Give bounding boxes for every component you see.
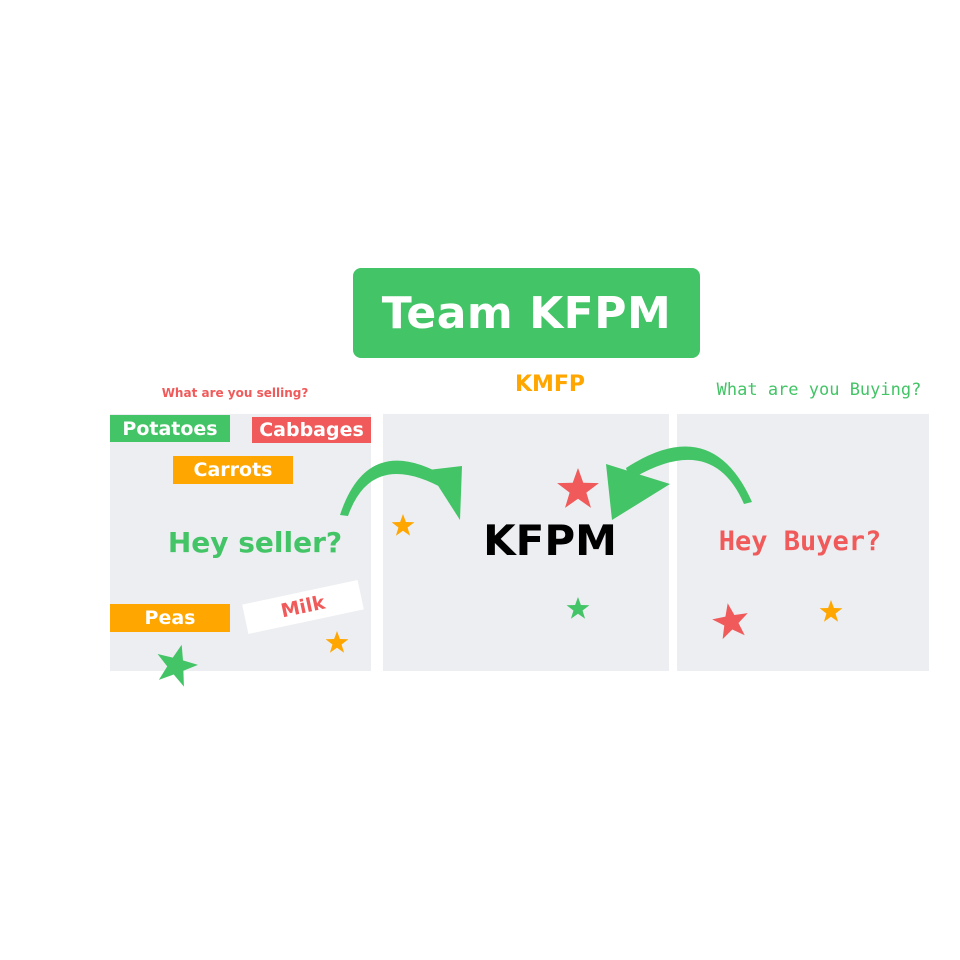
title-banner: Team KFPM [353,268,700,358]
star-icon [325,631,349,653]
star-icon [557,468,599,508]
seller-question: What are you selling? [161,386,309,400]
center-label: KMFP [514,372,586,397]
tag-cabbages: Cabbages [252,417,371,443]
tag-potatoes: Potatoes [110,415,230,442]
star-icon [566,597,590,619]
center-panel [383,414,669,671]
arrow-right-icon [606,446,752,520]
star-icon [151,639,202,689]
star-icon [391,514,415,536]
arrow-left-icon [340,460,462,520]
star-icon [819,600,843,622]
seller-greeting: Hey seller? [167,526,343,559]
buyer-panel [677,414,929,671]
buyer-question: What are you Buying? [716,380,922,400]
tag-carrots: Carrots [173,456,293,484]
tag-peas: Peas [110,604,230,632]
page-title: Team KFPM [381,287,672,339]
center-name: KFPM [483,516,617,565]
star-icon [709,600,752,641]
buyer-greeting: Hey Buyer? [718,526,882,557]
